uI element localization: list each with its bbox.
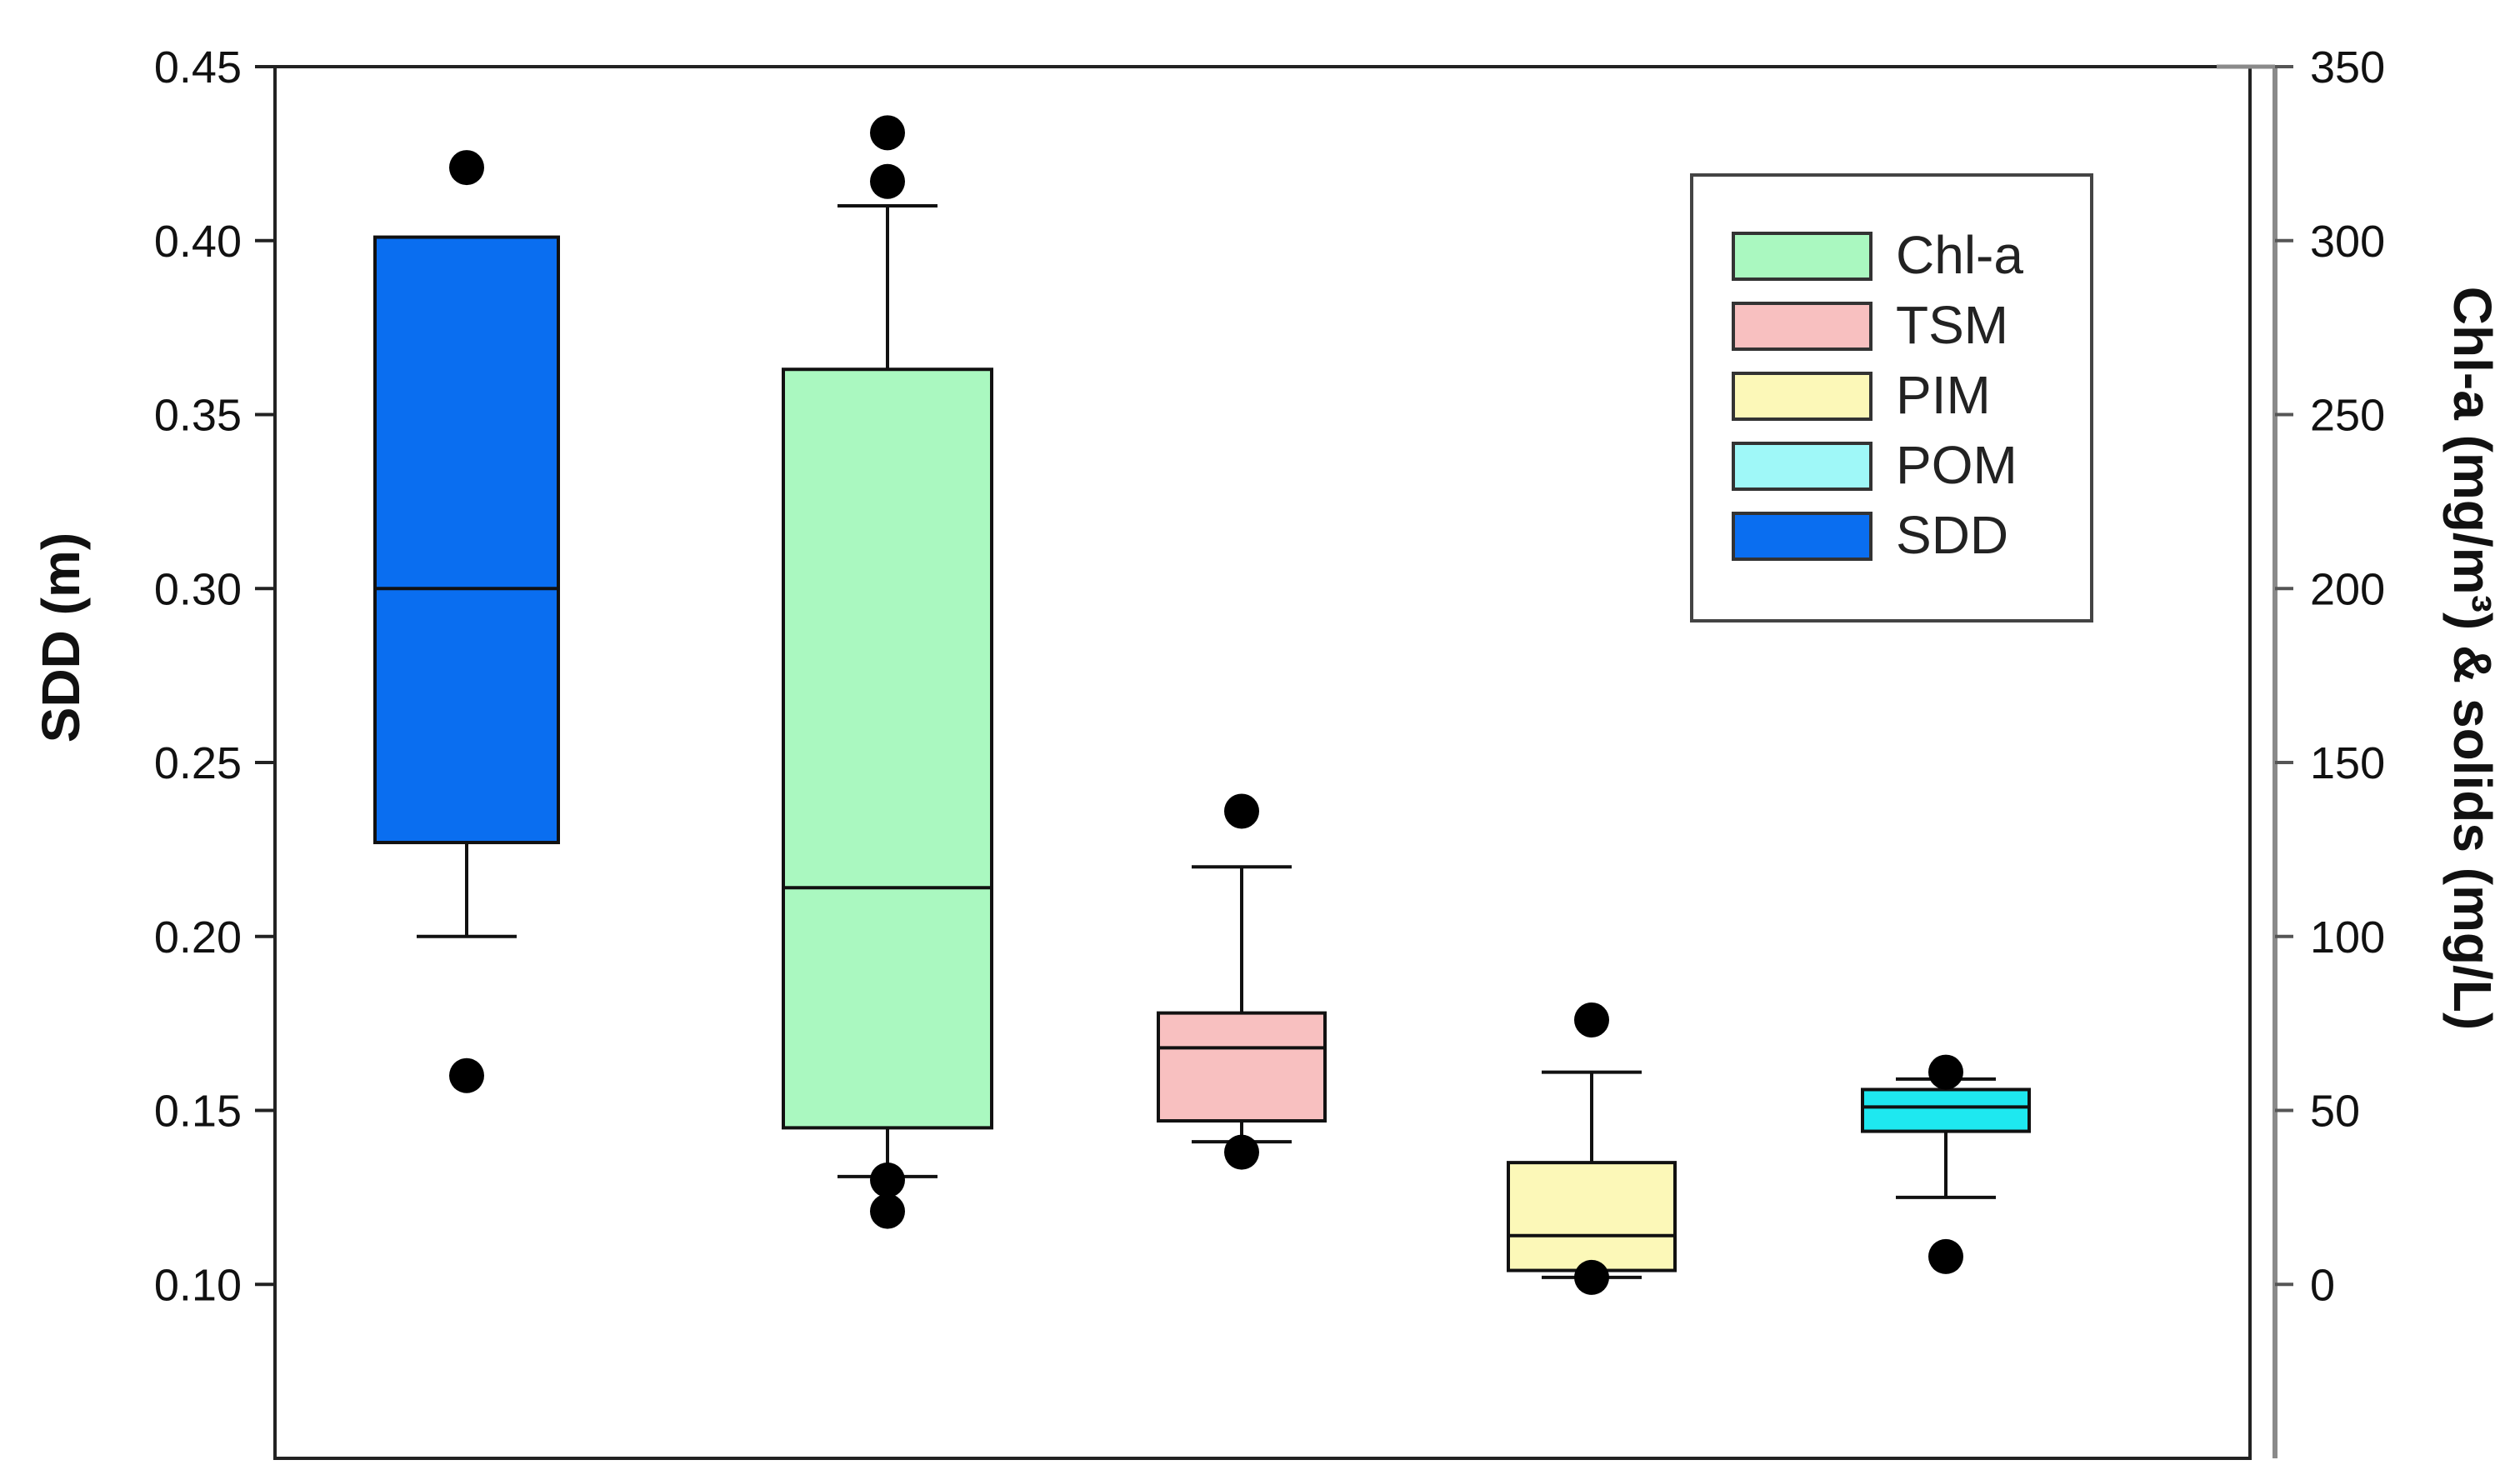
right-axis-tick-label: 250 bbox=[2310, 391, 2385, 441]
right-axis-tick-label: 350 bbox=[2310, 42, 2385, 92]
outlier-point bbox=[1574, 1002, 1609, 1038]
outlier-point bbox=[870, 115, 905, 151]
right-axis-tick-label: 50 bbox=[2310, 1087, 2360, 1137]
box-iqr bbox=[373, 235, 560, 845]
legend-entry: Chl-a bbox=[1732, 225, 2023, 285]
left-axis-tick-label: 0.10 bbox=[154, 1260, 242, 1310]
box-iqr bbox=[782, 368, 993, 1130]
legend-entry: POM bbox=[1732, 435, 2018, 495]
box-iqr bbox=[1861, 1088, 2031, 1133]
left-axis-tick-label: 0.40 bbox=[154, 217, 242, 267]
legend-swatch bbox=[1732, 372, 1872, 421]
legend-swatch bbox=[1732, 232, 1872, 281]
outlier-point bbox=[1574, 1259, 1609, 1295]
outlier-point bbox=[870, 163, 905, 199]
box-pom bbox=[1861, 1054, 2031, 1274]
legend-swatch bbox=[1732, 512, 1872, 561]
box-tsm bbox=[1157, 793, 1327, 1170]
legend-entry: TSM bbox=[1732, 295, 2008, 355]
right-axis-tick-label: 150 bbox=[2310, 738, 2385, 788]
box-iqr bbox=[1507, 1161, 1677, 1272]
right-axis-tick-label: 100 bbox=[2310, 912, 2385, 962]
legend-label: PIM bbox=[1896, 365, 1991, 425]
right-axis-tick-label: 0 bbox=[2310, 1260, 2335, 1310]
legend-label: POM bbox=[1896, 435, 2018, 495]
left-axis-title: SDD (m) bbox=[31, 532, 91, 742]
right-axis-tick-label: 200 bbox=[2310, 564, 2385, 614]
legend-entry: PIM bbox=[1732, 365, 1991, 425]
legend-label: SDD bbox=[1896, 505, 2008, 565]
outlier-point bbox=[1224, 1134, 1259, 1170]
box-iqr bbox=[1157, 1011, 1327, 1123]
outlier-point bbox=[1928, 1238, 1963, 1274]
outlier-point bbox=[449, 150, 484, 186]
legend-label: Chl-a bbox=[1896, 225, 2023, 285]
outlier-point bbox=[870, 1193, 905, 1229]
right-axis-title: Chl-a (mg/m³) & solids (mg/L) bbox=[2442, 287, 2502, 1030]
right-axis-tick-label: 300 bbox=[2310, 217, 2385, 267]
left-axis-tick-label: 0.15 bbox=[154, 1087, 242, 1137]
axes-layer: 0.10 0.15 0.20 0.25 0.30 0.35 0.40 0.45 0 50 100 15… bbox=[154, 42, 2385, 1460]
outlier-point bbox=[1224, 793, 1259, 829]
boxes-layer bbox=[373, 115, 2031, 1295]
box-sdd bbox=[373, 150, 560, 1093]
left-axis-tick-label: 0.20 bbox=[154, 912, 242, 962]
box-pim bbox=[1507, 1002, 1677, 1295]
legend-swatch bbox=[1732, 442, 1872, 491]
box-chl-a bbox=[782, 115, 993, 1229]
outlier-point bbox=[449, 1058, 484, 1093]
left-axis-tick-label: 0.30 bbox=[154, 564, 242, 614]
legend-label: TSM bbox=[1896, 295, 2008, 355]
left-axis-tick-label: 0.35 bbox=[154, 391, 242, 441]
legend-swatch bbox=[1732, 302, 1872, 351]
outlier-point bbox=[870, 1162, 905, 1198]
outlier-point bbox=[1928, 1054, 1963, 1090]
legend-entry: SDD bbox=[1732, 505, 2008, 565]
left-axis-tick-label: 0.25 bbox=[154, 738, 242, 788]
left-axis-tick-label: 0.45 bbox=[154, 42, 242, 92]
